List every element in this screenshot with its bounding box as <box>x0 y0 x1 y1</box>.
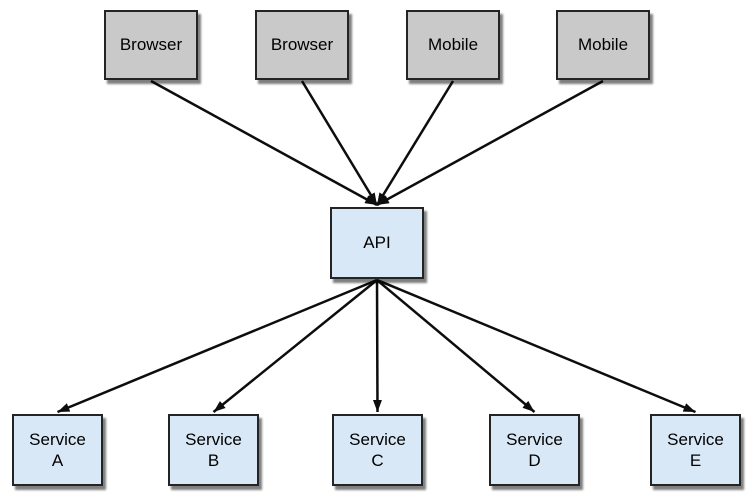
edge-api-to-service-b <box>212 279 378 413</box>
edge-mobile-1-to-api <box>375 80 455 206</box>
api-label: API <box>363 233 391 253</box>
browser-1-label: Browser <box>119 35 183 55</box>
node-browser-1: Browser <box>104 10 198 80</box>
browser-2-label: Browser <box>270 35 334 55</box>
mobile-2-label: Mobile <box>577 35 629 55</box>
node-service-c: Service C <box>332 414 423 486</box>
edge-mobile-2-to-api <box>376 79 604 207</box>
node-service-a: Service A <box>12 414 103 486</box>
service-e-label: Service E <box>667 429 724 470</box>
node-service-b: Service B <box>168 414 259 486</box>
service-d-label: Service D <box>506 429 563 470</box>
node-mobile-2: Mobile <box>556 10 650 80</box>
node-browser-2: Browser <box>255 10 349 80</box>
edge-api-to-service-a <box>57 278 378 414</box>
edge-browser-2-to-api <box>300 80 379 206</box>
node-service-d: Service D <box>489 414 580 486</box>
node-service-e: Service E <box>650 414 741 486</box>
edge-api-to-service-c <box>372 279 382 413</box>
edge-api-to-service-e <box>376 278 696 414</box>
service-a-label: Service A <box>29 429 86 470</box>
edge-browser-1-to-api <box>150 79 378 207</box>
node-mobile-1: Mobile <box>406 10 500 80</box>
service-c-label: Service C <box>349 429 406 470</box>
mobile-1-label: Mobile <box>427 35 479 55</box>
edge-api-to-service-d <box>376 279 536 413</box>
node-api: API <box>330 207 424 279</box>
service-b-label: Service B <box>185 429 242 470</box>
